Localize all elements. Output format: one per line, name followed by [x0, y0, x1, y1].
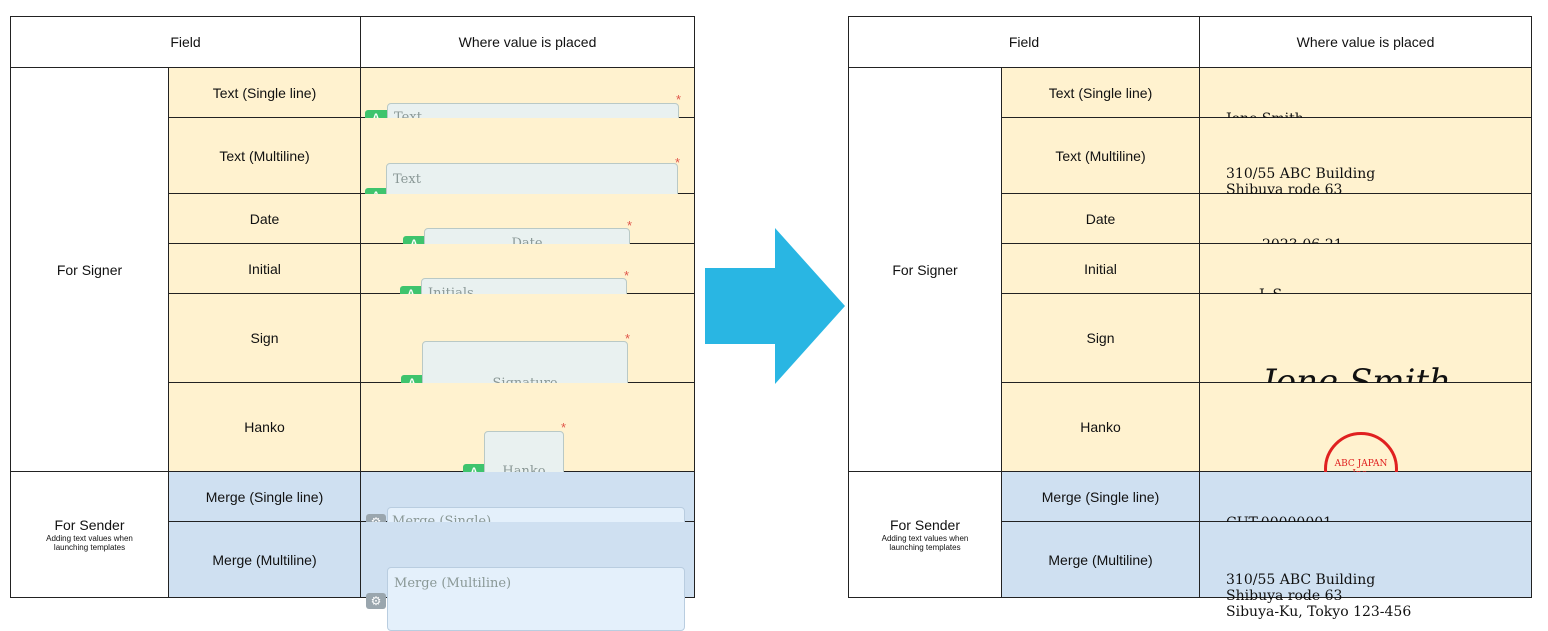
- value-text-multi-cell: 310/55 ABC Building Shibuya rode 63 Shib…: [1199, 117, 1533, 214]
- value-sign-cell: Jone Smith: [1199, 293, 1533, 402]
- row-label-initial: Initial: [1000, 243, 1201, 294]
- row-label-initial: Initial: [167, 243, 362, 294]
- required-star: *: [627, 217, 633, 233]
- row-label-merge-single: Merge (Single line): [167, 471, 362, 522]
- value-date-cell: 2023-06-21: [1199, 193, 1533, 253]
- row-label-merge-single: Merge (Single line): [1000, 471, 1201, 522]
- row-label-text-multi: Text (Multiline): [1000, 117, 1201, 194]
- right-arrow-icon: [705, 228, 845, 384]
- row-label-merge-multi: Merge (Multiline): [167, 521, 362, 598]
- cell-date: A Date *: [360, 193, 696, 258]
- value-merge-single-cell: CUT-00000001: [1199, 471, 1533, 531]
- header-placed: Where value is placed: [360, 16, 696, 68]
- placeholder-merge-multi: Merge (Multiline): [394, 575, 512, 591]
- header-field: Field: [9, 16, 362, 68]
- merge-multi-field-placeholder[interactable]: Merge (Multiline): [387, 566, 686, 631]
- required-star: *: [675, 154, 681, 170]
- cell-text-single: A Text *: [360, 67, 696, 131]
- group-for-sender: For Sender Adding text values when launc…: [10, 471, 169, 598]
- group-for-sender-note: Adding text values when launching templa…: [46, 534, 133, 552]
- value-text-single-cell: Jone Smith: [1199, 67, 1533, 127]
- row-label-hanko: Hanko: [1000, 382, 1201, 472]
- required-star: *: [676, 91, 682, 107]
- cell-initial: A Initials *: [360, 243, 696, 308]
- row-label-text-single: Text (Single line): [167, 67, 362, 118]
- cell-text-multi: A Text *: [360, 117, 696, 225]
- cell-merge-single: ⚙ Merge (Single): [360, 471, 696, 536]
- row-label-date: Date: [1000, 193, 1201, 244]
- row-label-merge-multi: Merge (Multiline): [1000, 521, 1201, 598]
- group-for-signer: For Signer: [848, 67, 1002, 472]
- cell-merge-multi: ⚙ Merge (Multiline): [360, 521, 696, 631]
- group-for-signer: For Signer: [10, 67, 169, 472]
- field-table-right: Field Where value is placed For Signer T…: [847, 16, 1533, 620]
- field-table-left: Field Where value is placed For Signer T…: [9, 16, 696, 631]
- group-for-sender-title: For Sender: [54, 517, 125, 533]
- row-label-text-multi: Text (Multiline): [167, 117, 362, 194]
- required-star: *: [625, 331, 631, 346]
- row-label-sign: Sign: [1000, 293, 1201, 383]
- value-merge-multi-cell: 310/55 ABC Building Shibuya rode 63 Sibu…: [1199, 521, 1533, 620]
- value-hanko-cell: ABC JAPAN Inc.: [1199, 382, 1533, 506]
- hanko-line1: ABC JAPAN: [1334, 459, 1388, 469]
- row-label-sign: Sign: [167, 293, 362, 383]
- gear-icon: ⚙: [366, 592, 387, 609]
- row-label-hanko: Hanko: [167, 382, 362, 472]
- value-initial-cell: J. S.: [1199, 243, 1533, 303]
- required-star: *: [561, 420, 567, 435]
- group-for-sender: For Sender Adding text values when launc…: [848, 471, 1002, 598]
- value-merge-multi: 310/55 ABC Building Shibuya rode 63 Sibu…: [1226, 571, 1412, 620]
- header-field: Field: [847, 16, 1201, 68]
- group-for-sender-note: Adding text values when launching templa…: [881, 534, 969, 552]
- cell-sign: A Signature *: [360, 293, 696, 423]
- placeholder-text: Text: [393, 171, 421, 187]
- row-label-text-single: Text (Single line): [1000, 67, 1201, 118]
- cell-hanko: A Hanko *: [360, 382, 696, 511]
- row-label-date: Date: [167, 193, 362, 244]
- required-star: *: [624, 267, 630, 283]
- header-placed: Where value is placed: [1199, 16, 1533, 68]
- group-for-sender-title: For Sender: [889, 517, 961, 533]
